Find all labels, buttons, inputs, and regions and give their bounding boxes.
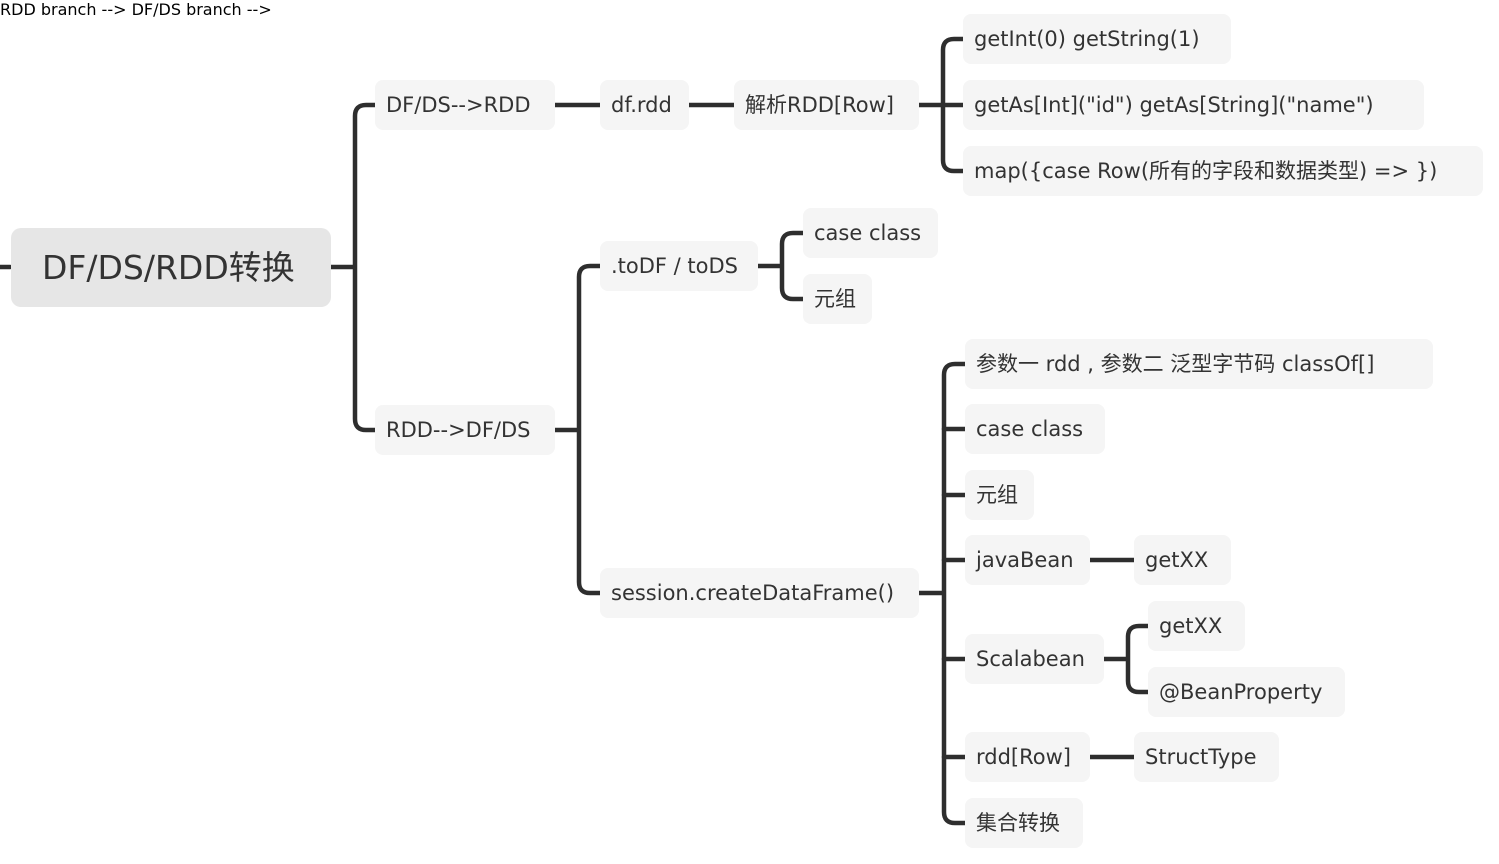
node-create-rdd-row[interactable]: rdd[Row] bbox=[965, 732, 1090, 782]
node-dfds-to-rdd[interactable]: DF/DS-->RDD bbox=[375, 80, 555, 130]
node-getint-getstring[interactable]: getInt(0) getString(1) bbox=[963, 14, 1231, 64]
node-create-params[interactable]: 参数一 rdd , 参数二 泛型字节码 classOf[] bbox=[965, 339, 1433, 389]
node-rdd-to-dfds[interactable]: RDD-->DF/DS bbox=[375, 405, 555, 455]
rdddf-bracket bbox=[576, 263, 603, 596]
node-create-javabean[interactable]: javaBean bbox=[965, 535, 1090, 585]
node-javabean-getxx[interactable]: getXX bbox=[1134, 535, 1231, 585]
node-rddrow-structtype[interactable]: StructType bbox=[1134, 732, 1279, 782]
node-scalabean-beanproperty[interactable]: @BeanProperty bbox=[1148, 667, 1345, 717]
node-map-case-row[interactable]: map({case Row(所有的字段和数据类型) => }) bbox=[963, 146, 1483, 196]
node-create-dataframe[interactable]: session.createDataFrame() bbox=[600, 568, 919, 618]
create-bracket bbox=[941, 361, 968, 826]
root-bracket bbox=[352, 102, 378, 433]
node-scalabean-getxx[interactable]: getXX bbox=[1148, 601, 1245, 651]
node-create-case-class[interactable]: case class bbox=[965, 404, 1105, 454]
create-ticks bbox=[941, 426, 968, 760]
node-create-collection[interactable]: 集合转换 bbox=[965, 798, 1083, 848]
node-create-scalabean[interactable]: Scalabean bbox=[965, 634, 1104, 684]
node-getas[interactable]: getAs[Int]("id") getAs[String]("name") bbox=[963, 80, 1424, 130]
node-todf-case-class[interactable]: case class bbox=[803, 208, 938, 258]
node-todf-tods[interactable]: .toDF / toDS bbox=[600, 241, 758, 291]
node-parse-rdd-row[interactable]: 解析RDD[Row] bbox=[734, 80, 919, 130]
node-create-tuple[interactable]: 元组 bbox=[965, 470, 1034, 520]
node-todf-tuple[interactable]: 元组 bbox=[803, 274, 872, 324]
todf-bracket bbox=[779, 230, 806, 302]
scalabean-bracket bbox=[1125, 623, 1151, 695]
root-node[interactable]: DF/DS/RDD转换 bbox=[11, 228, 331, 307]
node-df-rdd[interactable]: df.rdd bbox=[600, 80, 689, 130]
